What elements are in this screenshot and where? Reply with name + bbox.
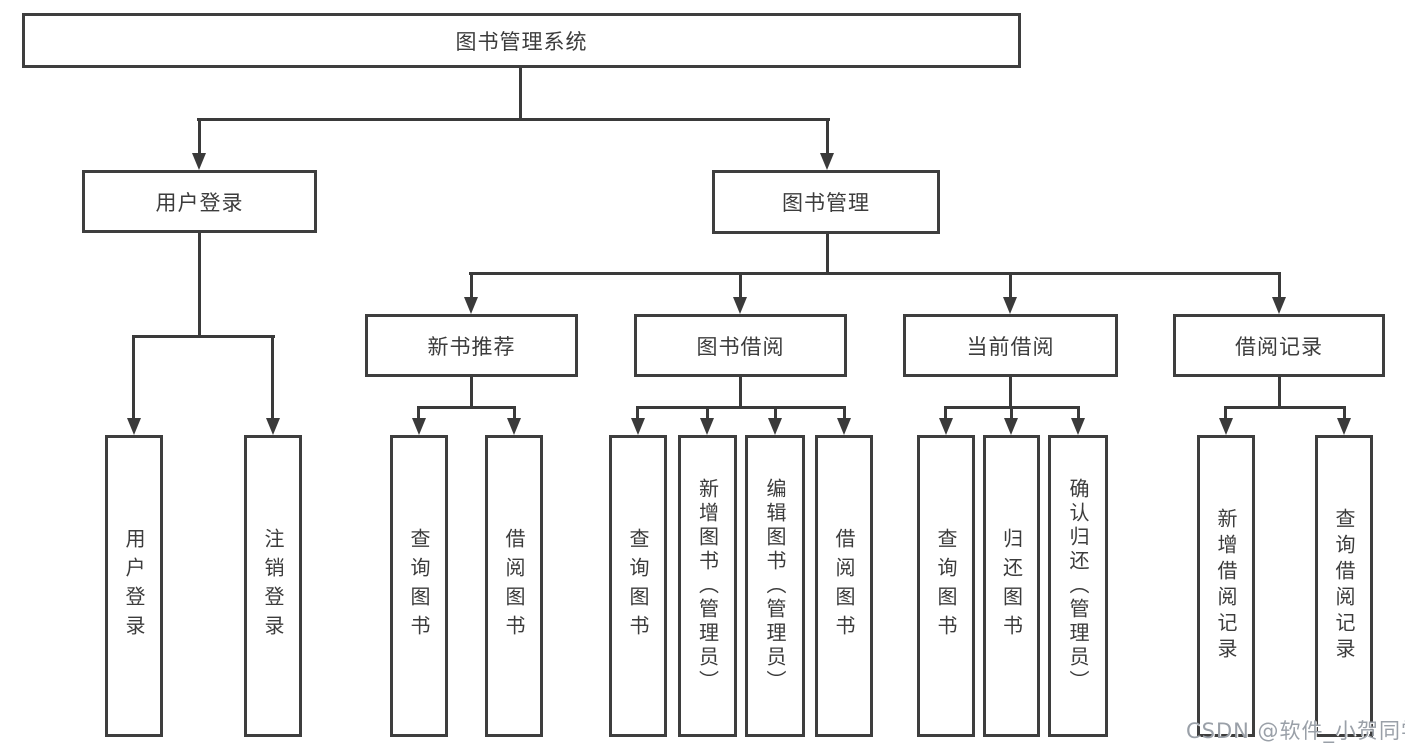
csdn-watermark: CSDN @软件_小贺同学: [1186, 719, 1405, 743]
node-br-add-record: 新增借阅记录: [1197, 435, 1255, 737]
connector-line: [417, 406, 516, 409]
connector-line: [132, 335, 275, 338]
connector-line: [826, 118, 829, 156]
node-borrow-records: 借阅记录: [1173, 314, 1385, 377]
node-br-query-record-label: 查询借阅记录: [1332, 508, 1356, 664]
node-new-book-rec-label: 新书推荐: [427, 334, 516, 359]
node-cb-confirm-return: 确认归还（管理员）: [1048, 435, 1108, 737]
connector-line: [513, 406, 516, 420]
connector-line: [469, 272, 1281, 275]
node-br-add-record-label: 新增借阅记录: [1214, 508, 1238, 664]
node-book-mgmt: 图书管理: [712, 170, 940, 234]
arrowhead-icon: [1337, 418, 1351, 435]
connector-line: [826, 234, 829, 272]
connector-line: [1077, 406, 1080, 420]
arrowhead-icon: [127, 418, 141, 435]
arrowhead-icon: [192, 153, 206, 170]
arrowhead-icon: [1219, 418, 1233, 435]
node-new-book-rec: 新书推荐: [365, 314, 578, 377]
node-book-borrow: 图书借阅: [634, 314, 847, 377]
arrowhead-icon: [1004, 418, 1018, 435]
node-book-borrow-label: 图书借阅: [696, 334, 785, 359]
node-user-login: 用户登录: [82, 170, 317, 233]
connector-line: [739, 377, 742, 406]
arrowhead-icon: [733, 297, 747, 314]
node-current-borrow-label: 当前借阅: [966, 334, 1055, 359]
node-borrow-records-label: 借阅记录: [1235, 334, 1323, 359]
connector-line: [1278, 377, 1281, 406]
connector-line: [1343, 406, 1346, 420]
node-bb-add-books-label: 新增图书（管理员）: [695, 478, 720, 694]
connector-line: [1224, 406, 1227, 420]
arrowhead-icon: [1071, 418, 1085, 435]
arrowhead-icon: [768, 418, 782, 435]
node-nbr-query-books-label: 查询图书: [407, 528, 431, 644]
connector-line: [739, 272, 742, 300]
arrowhead-icon: [837, 418, 851, 435]
connector-line: [944, 406, 947, 420]
node-cb-query-books-label: 查询图书: [934, 528, 958, 644]
connector-line: [1224, 406, 1346, 409]
node-nbr-borrow-books: 借阅图书: [485, 435, 543, 737]
node-bb-edit-books: 编辑图书（管理员）: [745, 435, 805, 737]
connector-line: [774, 406, 777, 420]
connector-line: [843, 406, 846, 420]
node-nbr-query-books: 查询图书: [390, 435, 448, 737]
node-ul-user-login: 用户登录: [105, 435, 163, 737]
node-cb-query-books: 查询图书: [917, 435, 975, 737]
arrowhead-icon: [266, 418, 280, 435]
connector-line: [636, 406, 846, 409]
node-ul-logout-label: 注销登录: [261, 528, 285, 644]
node-cb-return-books: 归还图书: [983, 435, 1040, 737]
node-root-label: 图书管理系统: [455, 29, 588, 54]
arrowhead-icon: [464, 297, 478, 314]
connector-line: [1010, 406, 1013, 420]
arrowhead-icon: [700, 418, 714, 435]
connector-line: [271, 335, 274, 421]
node-book-mgmt-label: 图书管理: [782, 191, 870, 215]
arrowhead-icon: [631, 418, 645, 435]
node-root: 图书管理系统: [22, 13, 1021, 68]
node-nbr-borrow-books-label: 借阅图书: [502, 528, 526, 644]
node-bb-query-books-label: 查询图书: [626, 528, 650, 644]
arrowhead-icon: [820, 153, 834, 170]
node-ul-user-login-label: 用户登录: [122, 528, 146, 644]
connector-line: [706, 406, 709, 420]
connector-line: [198, 233, 201, 335]
connector-line: [197, 118, 830, 121]
node-ul-logout: 注销登录: [244, 435, 302, 737]
connector-line: [417, 406, 420, 420]
node-br-query-record: 查询借阅记录: [1315, 435, 1373, 737]
node-bb-add-books: 新增图书（管理员）: [678, 435, 737, 737]
connector-line: [636, 406, 639, 420]
node-bb-borrow-books-label: 借阅图书: [832, 528, 856, 644]
connector-line: [519, 68, 522, 118]
node-bb-borrow-books: 借阅图书: [815, 435, 873, 737]
node-current-borrow: 当前借阅: [903, 314, 1118, 377]
arrowhead-icon: [412, 418, 426, 435]
node-bb-edit-books-label: 编辑图书（管理员）: [763, 478, 787, 694]
arrowhead-icon: [1272, 297, 1286, 314]
arrowhead-icon: [507, 418, 521, 435]
connector-line: [132, 335, 135, 421]
connector-line: [470, 377, 473, 406]
connector-line: [198, 118, 201, 156]
arrowhead-icon: [939, 418, 953, 435]
node-user-login-label: 用户登录: [155, 190, 244, 215]
node-cb-return-books-label: 归还图书: [999, 528, 1024, 644]
node-bb-query-books: 查询图书: [609, 435, 667, 737]
connector-line: [1009, 272, 1012, 300]
connector-line: [470, 272, 473, 300]
connector-line: [1278, 272, 1281, 300]
connector-line: [1009, 377, 1012, 406]
arrowhead-icon: [1003, 297, 1017, 314]
node-cb-confirm-return-label: 确认归还（管理员）: [1066, 478, 1090, 694]
